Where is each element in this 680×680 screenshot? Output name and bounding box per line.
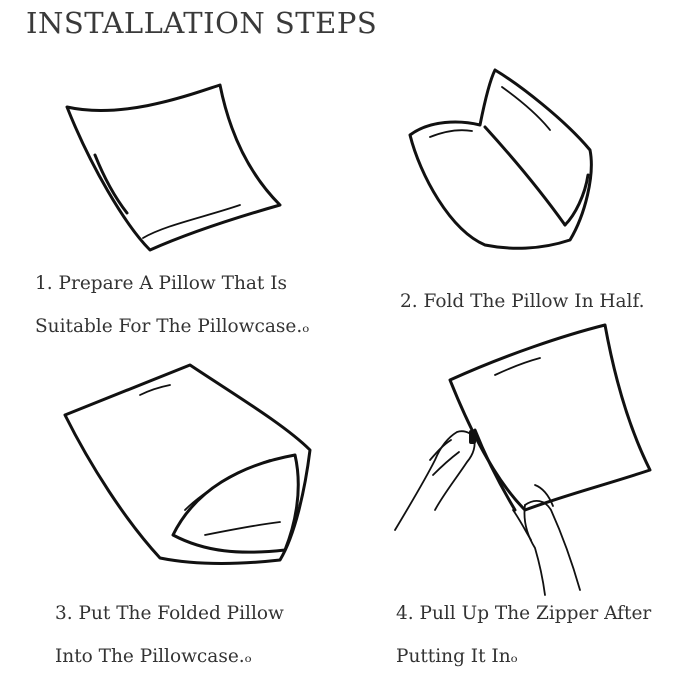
step-1-line-2: Suitable For The Pillowcase.ₒ xyxy=(35,316,310,337)
step-2-line-1: 2. Fold The Pillow In Half. xyxy=(400,291,645,312)
step-4-line-2: Putting It Inₒ xyxy=(396,646,518,667)
step-3-line-2: Into The Pillowcase.ₒ xyxy=(55,646,252,667)
step-4-caption: 4. Pull Up The Zipper After Putting It I… xyxy=(396,592,651,678)
flat-pillow-icon xyxy=(65,83,282,252)
step-4-line-1: 4. Pull Up The Zipper After xyxy=(396,603,652,624)
step-1-caption: 1. Prepare A Pillow That Is Suitable For… xyxy=(35,262,309,348)
folded-pillow-icon xyxy=(408,68,593,250)
step-1-line-1: 1. Prepare A Pillow That Is xyxy=(35,273,288,294)
page-title: INSTALLATION STEPS xyxy=(26,6,378,40)
step-3-line-1: 3. Put The Folded Pillow xyxy=(55,603,284,624)
step-2-caption: 2. Fold The Pillow In Half. xyxy=(400,280,645,323)
zipper-hands-icon xyxy=(394,323,652,596)
step-3-caption: 3. Put The Folded Pillow Into The Pillow… xyxy=(55,592,284,678)
pillow-in-case-icon xyxy=(63,363,312,566)
